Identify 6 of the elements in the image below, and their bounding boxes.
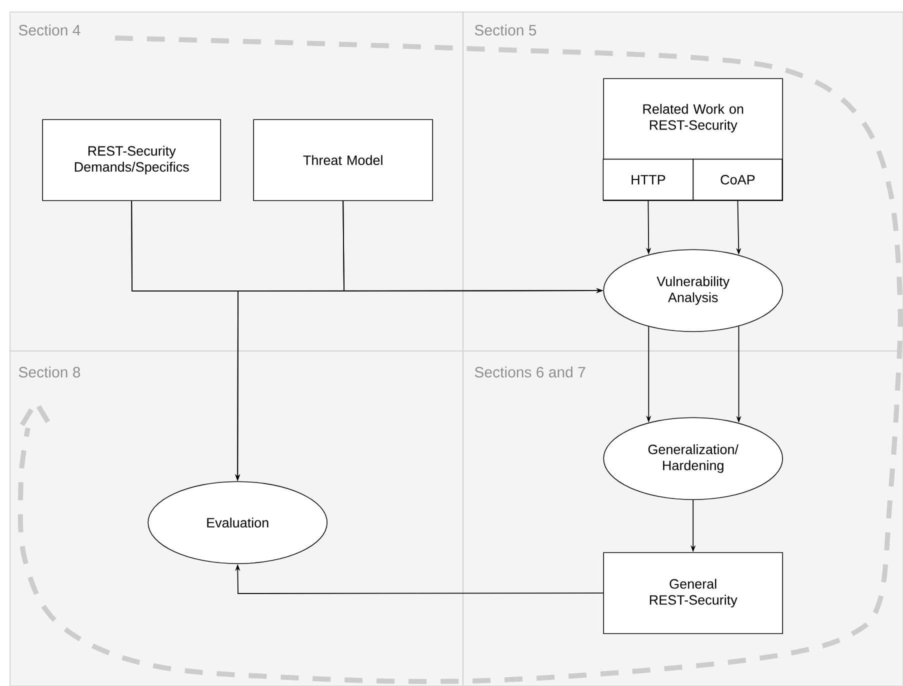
- protocol-cell: CoAP: [692, 158, 783, 201]
- process-box: REST-Security Demands/Specifics: [42, 119, 221, 201]
- process-box: Threat Model: [253, 119, 433, 201]
- protocol-cell: HTTP: [602, 158, 694, 201]
- node-label: Section 5: [474, 24, 536, 36]
- process-box: General REST-Security: [603, 552, 783, 634]
